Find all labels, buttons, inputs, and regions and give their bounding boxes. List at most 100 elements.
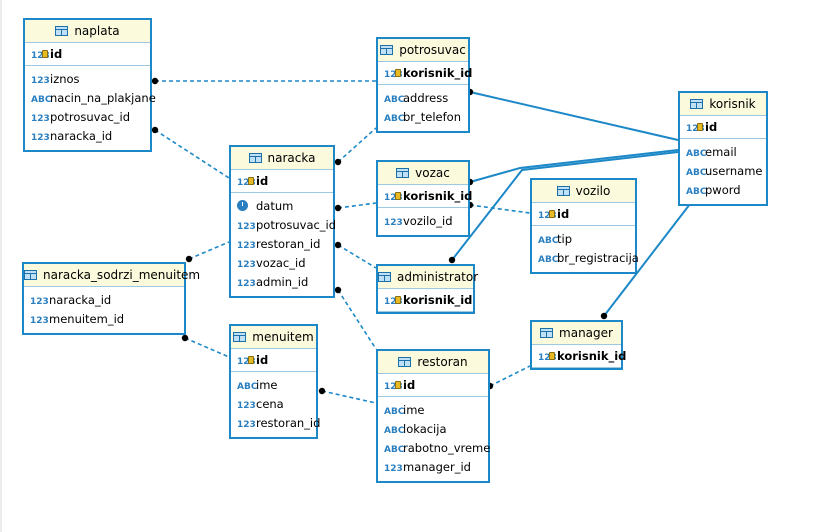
column-row[interactable]: ABCime — [378, 401, 488, 420]
primary-key-column[interactable]: 123korisnik_id — [378, 289, 473, 312]
relationship-potrosuvac-korisnik[interactable] — [469, 91, 679, 141]
string-type-icon: ABC — [384, 114, 405, 124]
column-row[interactable]: 123admin_id — [231, 273, 333, 292]
column-list: 123vozilo_id — [378, 208, 468, 235]
column-row[interactable]: 123naracka_id — [24, 291, 184, 310]
entity-header[interactable]: naracka — [231, 147, 333, 170]
column-row[interactable]: 123cena — [231, 395, 316, 414]
relationship-vozac-vozilo[interactable] — [469, 204, 531, 214]
key-icon: 123 — [384, 64, 403, 86]
relationship-naracka-administrator[interactable] — [337, 244, 377, 269]
relationship-naplata-naracka[interactable] — [154, 129, 230, 179]
column-name: naracka_id — [49, 293, 112, 307]
column-row[interactable]: 123manager_id — [378, 458, 488, 477]
relationship-restoran-manager[interactable] — [489, 365, 531, 387]
column-row[interactable]: ABCbr_telefon — [378, 108, 468, 127]
column-row[interactable]: ABCbr_registracija — [532, 249, 639, 268]
entity-manager[interactable]: manager 123korisnik_id — [530, 320, 626, 370]
primary-key-column[interactable]: 123id — [378, 374, 488, 397]
string-type-icon: ABC — [237, 382, 258, 392]
string-type-icon: ABC — [384, 95, 405, 105]
column-row[interactable]: 123potrosuvac_id — [25, 108, 150, 127]
column-row[interactable]: 123iznos — [25, 70, 150, 89]
column-name: menuitem_id — [49, 312, 125, 326]
column-row[interactable]: 123potrosuvac_id — [231, 216, 336, 235]
column-name: lokacija — [403, 422, 447, 436]
column-row[interactable]: 123restoran_id — [231, 414, 320, 433]
column-name: br_registracija — [557, 251, 639, 265]
entity-header[interactable]: restoran — [378, 351, 488, 374]
column-row[interactable]: datum — [231, 197, 333, 216]
relationship-manager-korisnik[interactable] — [603, 203, 691, 317]
column-row[interactable]: 123menuitem_id — [24, 310, 184, 329]
relationship-vozac-korisnik[interactable] — [469, 149, 679, 183]
relationship-naracka_sodrzi_menuitem-menuitem[interactable] — [184, 337, 230, 358]
relationship-endpoint-dot — [151, 77, 159, 85]
entity-header[interactable]: naracka_sodrzi_menuitem — [24, 264, 200, 287]
column-row[interactable]: ABCime — [231, 376, 316, 395]
entity-name: potrosuvac — [399, 43, 466, 57]
string-type-icon: ABC — [686, 149, 707, 159]
date-type-icon — [237, 200, 248, 211]
column-row[interactable]: 123vozilo_id — [378, 212, 468, 231]
column-row[interactable]: ABCtip — [532, 230, 635, 249]
column-name: vozac_id — [256, 256, 306, 270]
entity-header[interactable]: administrator — [378, 266, 478, 289]
numeric-type-icon: 123 — [237, 279, 256, 289]
entity-header[interactable]: vozilo — [532, 180, 635, 203]
column-row[interactable]: ABCaddress — [378, 89, 468, 108]
column-name: restoran_id — [256, 237, 321, 251]
relationship-naracka-restoran[interactable] — [337, 289, 377, 350]
primary-key-column[interactable]: 123id — [25, 43, 150, 66]
column-row[interactable]: 123restoran_id — [231, 235, 333, 254]
column-name: id — [256, 353, 269, 367]
entity-header[interactable]: naplata — [25, 20, 150, 43]
column-name: datum — [256, 199, 294, 213]
column-row[interactable]: ABCemail — [680, 143, 766, 162]
primary-key-column[interactable]: 123id — [231, 349, 316, 372]
column-row[interactable]: ABClokacija — [378, 420, 488, 439]
entity-name: naracka — [267, 151, 316, 165]
entity-header[interactable]: menuitem — [231, 326, 316, 349]
relationship-naracka_sodrzi_menuitem-naracka[interactable] — [188, 241, 230, 260]
column-row[interactable]: 123naracka_id — [25, 127, 150, 146]
column-row[interactable]: ABCpword — [680, 181, 766, 200]
entity-header[interactable]: potrosuvac — [378, 39, 468, 62]
column-name: potrosuvac_id — [50, 110, 131, 124]
key-icon: 123 — [686, 118, 705, 140]
primary-key-column[interactable]: 123id — [532, 203, 635, 226]
column-name: naracka_id — [50, 129, 113, 143]
entity-header[interactable]: korisnik — [680, 93, 766, 116]
column-row[interactable]: ABCrabotno_vreme — [378, 439, 490, 458]
primary-key-column[interactable]: 123korisnik_id — [532, 345, 626, 368]
column-row[interactable]: ABCusername — [680, 162, 766, 181]
primary-key-column[interactable]: 123id — [231, 170, 333, 193]
numeric-type-icon: 123 — [30, 297, 49, 307]
primary-key-column[interactable]: 123id — [680, 116, 766, 139]
primary-key-column[interactable]: 123korisnik_id — [378, 62, 472, 86]
relationship-administrator-korisnik[interactable] — [451, 151, 679, 261]
relationship-naracka-vozac[interactable] — [337, 202, 377, 209]
relationship-naracka-potrosuvac[interactable] — [337, 127, 377, 163]
numeric-type-icon: 123 — [384, 218, 403, 228]
column-row[interactable]: ABCnacin_na_plakjane — [25, 89, 156, 108]
primary-key-column[interactable]: 123korisnik_id — [378, 185, 472, 208]
entity-header[interactable]: manager — [532, 322, 621, 345]
column-row[interactable]: 123vozac_id — [231, 254, 333, 273]
entity-header[interactable]: vozac — [378, 162, 468, 185]
entity-name: manager — [559, 326, 613, 340]
relationship-menuitem-restoran[interactable] — [321, 390, 377, 404]
